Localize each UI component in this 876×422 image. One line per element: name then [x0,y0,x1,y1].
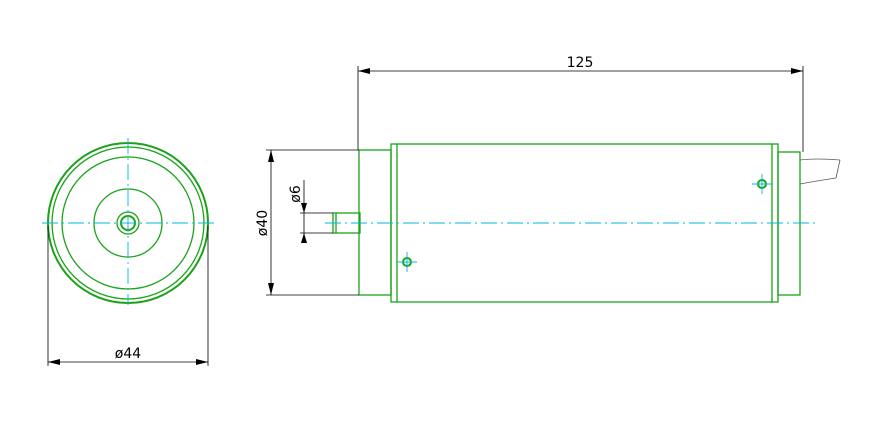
arrow-top [268,150,274,162]
outer-diameter-label: ø44 [115,346,141,362]
outer-diameter-dimension: ø44 [47,226,209,366]
side-view [325,143,841,303]
length-dimension: 125 [357,55,804,152]
body-diameter-label: ø40 [255,210,271,236]
shaft-diameter-label: ø6 [288,185,304,203]
cable [799,158,841,185]
arrow-top [301,203,307,213]
cable-end [835,159,841,179]
mounting-hole-right [752,174,772,194]
front-flange [358,149,392,296]
mounting-hole-left [397,252,417,272]
arrow-right [791,68,803,74]
length-label: 125 [567,55,594,71]
arrow-right [196,359,208,365]
rear-cap [777,151,801,296]
arrow-left [48,359,60,365]
body-diameter-dimension: ø40 [255,149,359,296]
arrow-bottom [268,283,274,295]
end-view [42,138,214,305]
shaft-diameter-dimension: ø6 [288,180,333,243]
arrow-left [358,68,370,74]
